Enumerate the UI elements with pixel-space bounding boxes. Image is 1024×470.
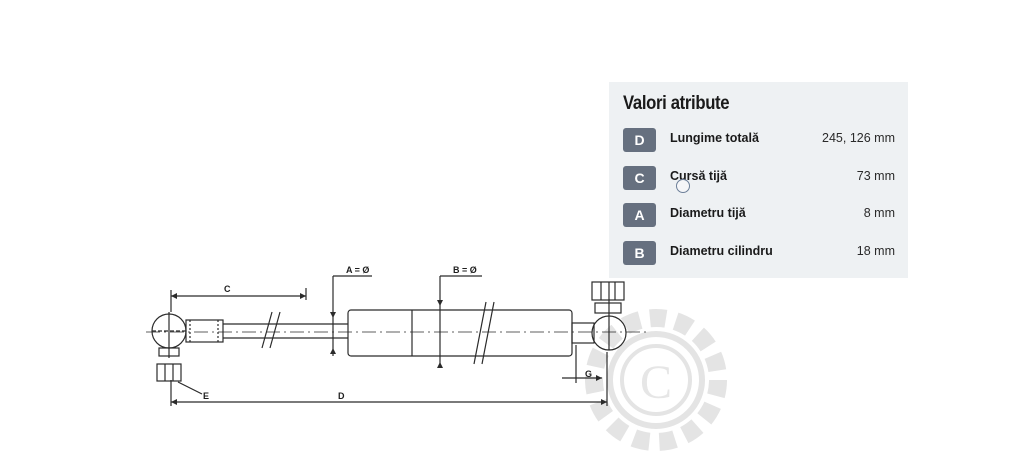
mouse-cursor-indicator: [676, 179, 690, 193]
watermark-logo: [585, 309, 727, 451]
attribute-label: Lungime totală: [670, 131, 759, 145]
label-g: G: [585, 369, 592, 379]
cylinder: [347, 309, 573, 357]
attribute-row-rod-stroke: C Cursă tijă 73 mm: [609, 166, 908, 192]
gas-spring-drawing: [146, 275, 650, 406]
attribute-code-badge: C: [623, 166, 656, 190]
left-lower-nut: [156, 363, 182, 382]
right-fitting: [571, 322, 595, 344]
attribute-value: 18 mm: [856, 244, 895, 258]
attribute-row-cylinder-diameter: B Diametru cilindru 18 mm: [609, 241, 908, 267]
dim-e-leader: [177, 381, 203, 395]
label-b: B = Ø: [453, 265, 477, 275]
attribute-label: Diametru tijă: [670, 206, 746, 220]
attribute-row-rod-diameter: A Diametru tijă 8 mm: [609, 203, 908, 229]
label-c: C: [224, 284, 231, 294]
left-upper-nut: [158, 347, 180, 357]
attribute-value: 73 mm: [856, 169, 895, 183]
attribute-values-panel: Valori atribute D Lungime totală 245, 12…: [609, 82, 908, 278]
attribute-label: Diametru cilindru: [670, 244, 773, 258]
right-top-nut: [591, 281, 625, 301]
attribute-code-badge: D: [623, 128, 656, 152]
label-a: A = Ø: [346, 265, 369, 275]
watermark-letter: C: [640, 356, 672, 409]
label-e: E: [203, 391, 209, 401]
attribute-code-badge: A: [623, 203, 656, 227]
attribute-value: 245, 126 mm: [822, 131, 895, 145]
right-mid-nut: [594, 302, 622, 314]
attribute-row-total-length: D Lungime totală 245, 126 mm: [609, 128, 908, 154]
attribute-code-badge: B: [623, 241, 656, 265]
attribute-value: 8 mm: [863, 206, 895, 220]
left-thread: [185, 319, 224, 343]
label-d: D: [338, 391, 345, 401]
panel-title: Valori atribute: [623, 93, 730, 114]
